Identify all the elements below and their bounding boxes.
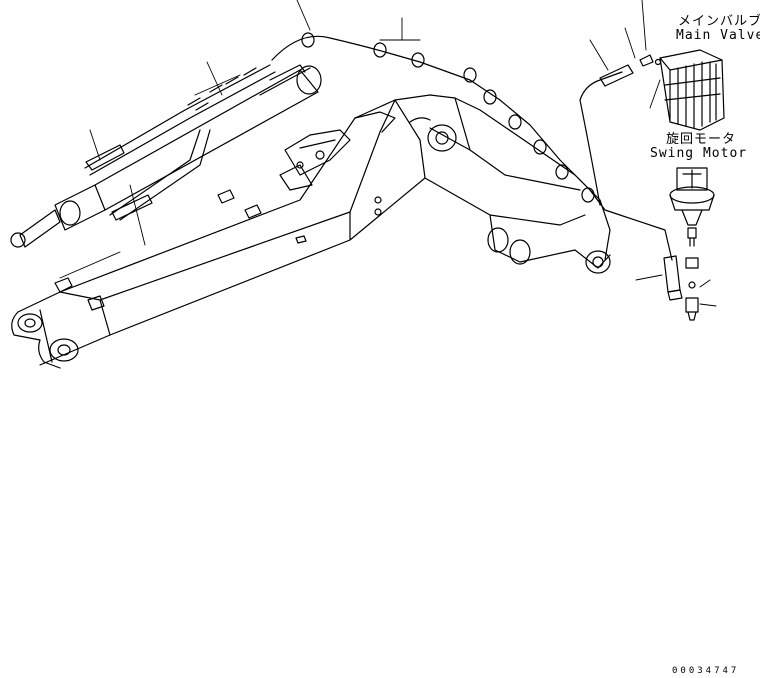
- valve-fitting: [599, 54, 662, 87]
- hose-route: [271, 32, 673, 261]
- arm-cylinder: [10, 64, 322, 248]
- leader-lines: [59, 0, 717, 307]
- main-valve: [659, 49, 725, 131]
- boom: [11, 94, 611, 369]
- swing-motor-label-jp: 旋回モータ: [666, 132, 737, 147]
- main-valve-label-en: Main Valve: [676, 28, 760, 43]
- hoses-arm: [84, 64, 276, 221]
- swing-motor: [669, 167, 715, 247]
- motor-fittings: [663, 255, 699, 321]
- swing-motor-label-en: Swing Motor: [650, 146, 748, 161]
- clamps: [54, 189, 262, 311]
- main-valve-label-jp: メインバルブ: [678, 14, 760, 29]
- drawing-code: 00034747: [672, 666, 740, 676]
